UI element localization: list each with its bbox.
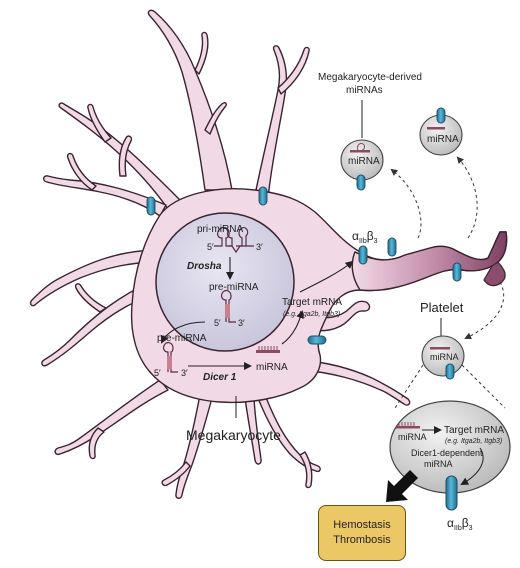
five-prime-label-2: 5′ [214,318,221,328]
integrin-receptor-icon [452,262,462,282]
platelet-label: Platelet [420,300,464,315]
dicer1-dependent-label: Dicer1-dependent [411,448,483,458]
five-prime-label-3: 5′ [154,368,161,378]
inset-target-to-receptor-arrow [460,447,484,485]
platelet-inset [389,400,511,511]
three-prime-label-3: 3′ [181,368,188,378]
mk-derived-sub-label: miRNAs [346,85,383,96]
mirna-vesicle-2 [419,107,463,156]
integrin-receptor-icon [307,335,327,345]
outcome-arrow-icon [386,470,418,502]
dicer1-dependent-sub-label: miRNA [424,459,453,469]
zoom-line-right [461,364,506,409]
inset-target-example-label: (e.g. Itga2b, Itgb3) [445,438,502,445]
mirna-vesicle-1 [340,139,384,191]
three-prime-label-2: 3′ [238,318,245,328]
dicer-label: Dicer 1 [203,372,237,383]
integrin-receptor-icon [358,245,368,265]
integrin-receptors [146,186,462,345]
mirna-platelet-label: miRNA [430,352,459,362]
megakaryocyte-label: Megakaryocyte [186,427,281,443]
zoom-line-left [394,364,424,409]
mirna-vesicle-1-label: miRNA [348,156,380,167]
integrin-receptor-icon [258,186,268,206]
nucleus [155,212,295,352]
inset-target-mrna-label: Target mRNA [444,425,504,436]
mirna-duplex-icon [256,346,280,353]
integrin-receptor-icon [146,196,156,216]
hemostasis-label: Hemostasis [333,519,391,531]
hemostasis-thrombosis-box: Hemostasis Thrombosis [318,505,406,561]
target-mrna-example-label: (e.g. Itga2b, Itgb3) [283,311,340,318]
pre-mirna-nucleus-label: pre-miRNA [209,282,259,293]
alpha-iib-beta3-inset-label: αIIbβ3 [447,516,473,532]
three-prime-label: 3′ [256,242,263,252]
release-arrow-1 [390,168,422,239]
drosha-label: Drosha [187,261,222,272]
pre-mirna-hairpin-icon [220,290,236,323]
integrin-receptor-icon [387,237,397,257]
mirna-cytoplasm-label: miRNA [256,362,288,373]
pri-mirna-structure-icon [214,226,254,254]
pri-mirna-label: pri-miRNA [197,224,243,235]
thrombosis-label: Thrombosis [333,534,391,546]
alpha-iib-beta3-label: αIIbβ3 [352,229,378,245]
mirna-vesicle-2-label: miRNA [427,134,459,145]
target-to-receptor-arrow [299,260,354,293]
target-mrna-label: Target mRNA [282,297,342,308]
mk-derived-title-label: Megakaryocyte-derived [318,72,422,83]
export-arrow [161,321,206,344]
release-arrow-3 [464,281,505,340]
five-prime-label: 5′ [207,242,214,252]
mirna-to-target-arrow [281,310,304,345]
platelet-vesicle [421,335,465,380]
release-arrow-2 [456,156,478,239]
pre-mirna-cytoplasm-hairpin-icon [162,342,178,373]
pre-mirna-cytoplasm-label: pre-miRNA [157,333,207,344]
inset-mirna-label: miRNA [398,432,427,442]
